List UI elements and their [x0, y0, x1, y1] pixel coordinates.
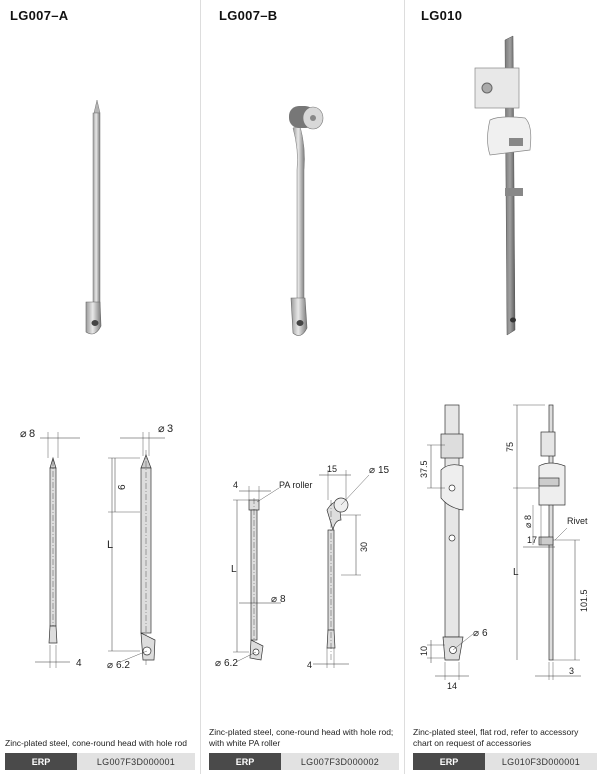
product-card-lg007b: LG007–B: [200, 0, 405, 774]
erp-label: ERP: [209, 753, 281, 770]
dim-dia3: 3: [167, 423, 173, 435]
erp-label: ERP: [5, 753, 77, 770]
erp-row: ERP LG010F3D000001: [413, 753, 597, 770]
product-card-lg010: LG010: [404, 0, 600, 774]
product-title: LG007–A: [10, 8, 69, 23]
dim-6-2: 6.2: [116, 660, 130, 671]
product-description: Zinc-plated steel, flat rod, refer to ac…: [413, 727, 579, 748]
dim-75: 75: [505, 442, 515, 452]
product-title: LG010: [421, 8, 463, 23]
dim-L: L: [107, 539, 113, 551]
technical-drawing: [427, 404, 581, 680]
rod-render-image: [289, 106, 324, 336]
dim-4-top: 4: [233, 480, 238, 490]
product-description: Zinc-plated steel, cone-round head with …: [5, 738, 187, 748]
dim-37-5: 37.5: [419, 460, 429, 478]
dim-10: 10: [419, 646, 429, 656]
rod-render-image: [85, 99, 102, 335]
dim-4: 4: [76, 658, 82, 669]
erp-code: LG010F3D000001: [485, 753, 597, 770]
dim-14: 14: [447, 681, 457, 691]
svg-text:⌀: ⌀: [271, 594, 277, 605]
dim-dia8: 8: [280, 594, 286, 605]
product-card-lg007a: LG007–A: [0, 0, 200, 774]
svg-text:⌀: ⌀: [107, 660, 113, 671]
dim-17: 17: [527, 535, 537, 545]
dim-3: 3: [569, 666, 574, 676]
svg-text:⌀: ⌀: [369, 465, 375, 476]
svg-text:⌀: ⌀: [215, 658, 221, 669]
technical-drawing: [233, 470, 370, 668]
erp-row: ERP LG007F3D000001: [5, 753, 195, 770]
erp-code: LG007F3D000002: [281, 753, 399, 770]
pa-roller-label: PA roller: [279, 480, 312, 490]
svg-text:⌀: ⌀: [523, 522, 533, 528]
lg007a-render: ⌀ 8 ⌀ 3 6 L 4 ⌀ 6.2: [20, 99, 173, 671]
erp-row: ERP LG007F3D000002: [209, 753, 399, 770]
svg-text:⌀: ⌀: [20, 428, 27, 440]
dim-101-5: 101.5: [579, 589, 589, 612]
lg010-render: 37.5 75 ⌀ 8 Rivet 17 L 101.5 ⌀ 6 10 14 3: [419, 35, 589, 691]
dim-dia15: 15: [378, 465, 390, 476]
rod-render-image: [474, 35, 532, 336]
dim-L: L: [513, 567, 519, 578]
dim-6: 6: [117, 484, 128, 490]
lg007b-render: 4 PA roller L ⌀ 8 ⌀ 6.2 15 ⌀ 15 30 4: [215, 106, 390, 670]
svg-text:⌀: ⌀: [158, 423, 165, 435]
product-title: LG007–B: [219, 8, 278, 23]
dim-30: 30: [359, 542, 369, 552]
erp-label: ERP: [413, 753, 485, 770]
dim-6-2: 6.2: [224, 658, 238, 669]
svg-text:⌀: ⌀: [473, 628, 479, 639]
dim-L: L: [231, 564, 237, 575]
dim-dia6: 6: [482, 628, 488, 639]
dim-dia8: 8: [523, 515, 533, 520]
rivet-label: Rivet: [567, 516, 588, 526]
erp-code: LG007F3D000001: [77, 753, 195, 770]
dim-4-bottom: 4: [307, 660, 312, 670]
product-description: Zinc-plated steel, cone-round head with …: [209, 727, 394, 748]
dim-15: 15: [327, 464, 337, 474]
technical-drawing: [35, 432, 165, 668]
dim-dia8: 8: [29, 428, 35, 440]
